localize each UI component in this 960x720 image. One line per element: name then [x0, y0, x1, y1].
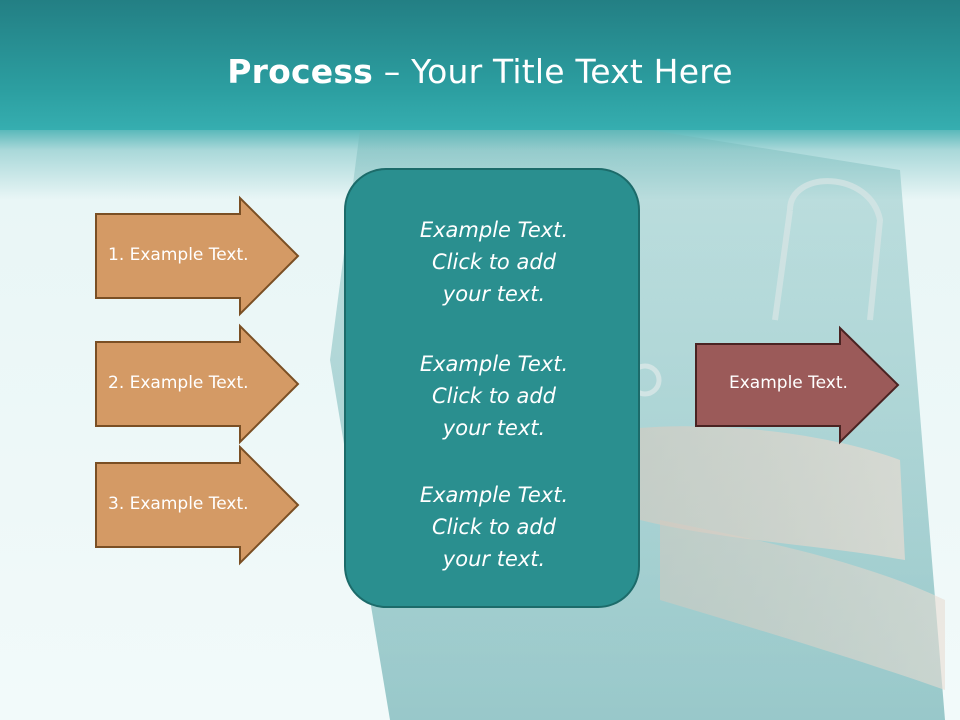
center-block-3-line-2: Click to add	[431, 515, 556, 539]
center-block-2: Example Text. Click to add your text.	[346, 348, 642, 444]
title-bold: Process	[227, 52, 374, 91]
right-arrow-label: Example Text.	[729, 373, 848, 393]
right-arrow[interactable]	[695, 325, 900, 445]
center-block-3-line-3: your text.	[442, 547, 546, 571]
left-arrow-2-label: 2. Example Text.	[108, 373, 249, 393]
center-block-1-line-3: your text.	[442, 282, 546, 306]
center-block-1-line-2: Click to add	[431, 250, 556, 274]
center-block-1-line-1: Example Text.	[419, 218, 569, 242]
slide-title[interactable]: Process – Your Title Text Here	[0, 52, 960, 91]
left-arrow-3[interactable]	[95, 444, 300, 566]
title-rest: – Your Title Text Here	[373, 52, 733, 91]
center-block-1: Example Text. Click to add your text.	[346, 214, 642, 310]
center-block-2-line-1: Example Text.	[419, 352, 569, 376]
title-bar	[0, 0, 960, 130]
center-block-3: Example Text. Click to add your text.	[346, 479, 642, 575]
center-block-3-line-1: Example Text.	[419, 483, 569, 507]
left-arrow-1[interactable]	[95, 195, 300, 317]
left-arrow-1-label: 1. Example Text.	[108, 245, 249, 265]
center-text-box[interactable]: Example Text. Click to add your text. Ex…	[344, 168, 640, 608]
center-block-2-line-2: Click to add	[431, 384, 556, 408]
left-arrow-2[interactable]	[95, 323, 300, 445]
center-block-2-line-3: your text.	[442, 416, 546, 440]
left-arrow-3-label: 3. Example Text.	[108, 494, 249, 514]
